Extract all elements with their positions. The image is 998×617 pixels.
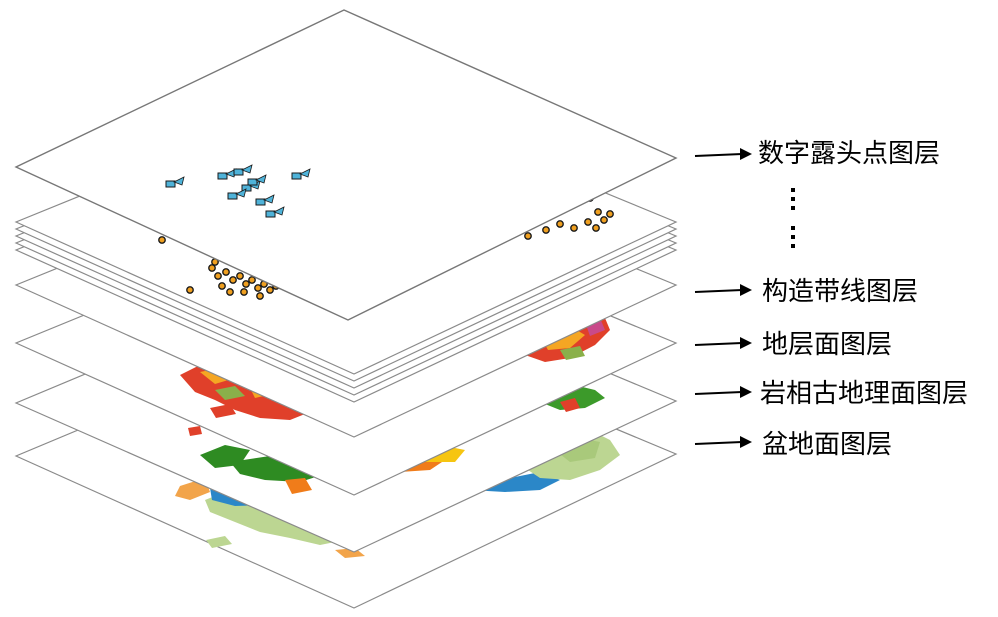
outcrop-layer — [14, 9, 678, 321]
label-basin: 盆地面图层 — [694, 430, 892, 460]
point-marker — [222, 268, 230, 276]
outcrop-symbol — [233, 164, 253, 176]
point-marker — [556, 220, 564, 228]
point-marker — [570, 224, 578, 232]
point-marker — [594, 208, 602, 216]
point-marker — [242, 280, 250, 288]
label-outcrop: 数字露头点图层 — [694, 139, 940, 169]
ellipsis-dots — [791, 188, 795, 248]
point-marker — [229, 276, 237, 284]
point-marker — [186, 286, 194, 294]
point-marker — [254, 284, 262, 292]
outcrop-symbols — [165, 164, 311, 218]
arrow-head-icon — [740, 386, 752, 398]
point-marker — [218, 282, 226, 290]
outcrop-symbol — [165, 176, 185, 188]
label-lithofacies: 岩相古地理面图层 — [694, 379, 968, 409]
point-marker — [236, 272, 244, 280]
layer-label: 地层面图层 — [762, 330, 892, 360]
point-marker — [256, 292, 264, 300]
point-marker — [524, 232, 532, 240]
point-marker — [592, 224, 600, 232]
point-marker — [266, 286, 274, 294]
point-marker — [600, 216, 608, 224]
point-marker — [248, 276, 256, 284]
point-marker — [584, 218, 592, 226]
label-tectonic: 构造带线图层 — [694, 277, 918, 307]
arrow-head-icon — [740, 436, 752, 448]
layer-label: 盆地面图层 — [762, 430, 892, 460]
outcrop-symbol — [247, 174, 267, 186]
point-marker — [208, 264, 216, 272]
layer-label: 岩相古地理面图层 — [760, 379, 968, 409]
point-marker — [158, 236, 166, 244]
layer-label: 构造带线图层 — [762, 277, 918, 307]
arrow-head-icon — [740, 337, 752, 349]
outcrop-symbol — [291, 168, 311, 180]
outcrop-symbol — [255, 194, 275, 206]
outcrop-symbol — [265, 206, 285, 218]
point-marker — [214, 272, 222, 280]
point-marker — [606, 210, 614, 218]
arrow-head-icon — [740, 284, 752, 296]
arrow-head-icon — [740, 148, 752, 160]
outcrop-symbol — [227, 188, 247, 200]
point-marker — [240, 288, 248, 296]
layer-label: 数字露头点图层 — [758, 139, 940, 169]
point-marker — [542, 226, 550, 234]
label-strata: 地层面图层 — [694, 330, 892, 360]
point-marker — [226, 288, 234, 296]
